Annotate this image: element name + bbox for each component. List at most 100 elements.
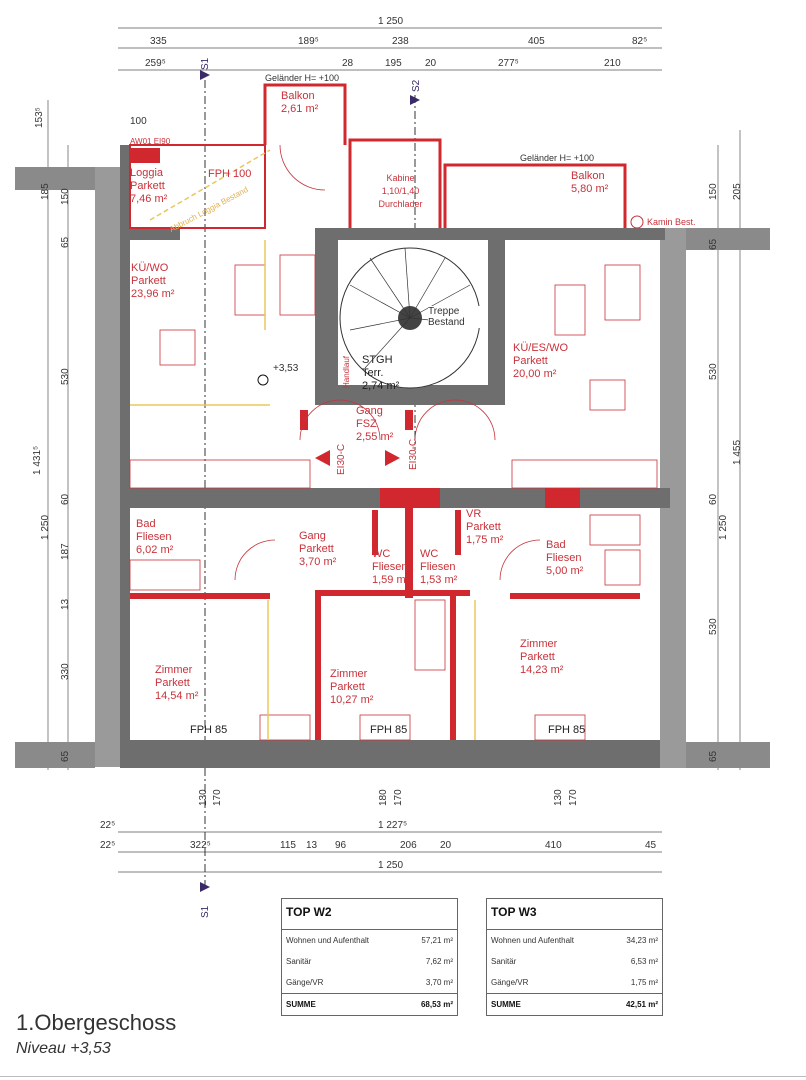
fire-door-label: EI30-C [408, 438, 419, 470]
dim-right: 530 [708, 363, 719, 380]
floor-title: 1.Obergeschoss [16, 1010, 177, 1035]
dim-bottom: 96 [335, 840, 347, 851]
dim-window: 170 [568, 789, 579, 806]
dim-top: 20 [425, 58, 437, 69]
dim-bottom: 13 [306, 840, 318, 851]
dim-100: 100 [130, 116, 147, 127]
dim-top: 210 [604, 58, 621, 69]
dim-left: 150 [60, 188, 71, 205]
fph85-label: FPH 85 [548, 724, 586, 736]
dim-left: 1 250 [40, 514, 51, 540]
dim-window: 170 [212, 789, 223, 806]
bottom-divider [0, 1076, 806, 1077]
section-label-s2: S2 [411, 79, 422, 92]
table-title: TOP W2 [282, 899, 457, 930]
dim-left: 60 [60, 493, 71, 505]
dim-top: 195 [385, 58, 402, 69]
elevator-label: Kabine 1,10/1,40 Durchlader [378, 173, 423, 209]
furniture-outlines [129, 144, 658, 741]
aw01-label: AW01 EI90 [130, 137, 171, 146]
dim-right: 530 [708, 618, 719, 635]
railing-label: Geländer H= +100 [265, 73, 340, 83]
section-s1-top-marker [200, 70, 210, 80]
dim-left: 1 431⁵ [32, 445, 43, 475]
railing-label: Geländer H= +100 [520, 153, 595, 163]
dim-right: 1 455 [732, 439, 743, 465]
dim-left: 187 [60, 543, 71, 560]
dim-top: 277⁵ [498, 58, 519, 69]
level-label: +3,53 [273, 363, 299, 374]
dim-right: 1 250 [718, 514, 729, 540]
floor-level: Niveau +3,53 [16, 1040, 111, 1057]
dim-top: 405 [528, 36, 545, 47]
fph85-label: FPH 85 [190, 724, 228, 736]
dim-right: 60 [708, 493, 719, 505]
section-label-s1: S1 [200, 57, 211, 70]
dim-window: 130 [553, 789, 564, 806]
dim-top: 259⁵ [145, 58, 166, 69]
dim-window: 180 [378, 789, 389, 806]
handrail-label: Handlauf [342, 355, 351, 388]
dim-left: 153⁵ [34, 107, 45, 128]
section-s1-bottom-marker [200, 882, 210, 892]
dim-bottom: 322⁵ [190, 840, 211, 851]
dim-bottom: 206 [400, 840, 417, 851]
dim-right: 205 [732, 183, 743, 200]
dim-bottom: 20 [440, 840, 452, 851]
dim-right: 65 [708, 750, 719, 762]
dim-left: 530 [60, 368, 71, 385]
stairs-label: Treppe Bestand [428, 306, 483, 328]
dimension-lines [47, 27, 741, 873]
dim-window: 130 [198, 789, 209, 806]
dim-bottom: 1 227⁵ [378, 820, 408, 831]
dim-left: 185 [40, 183, 51, 200]
dim-left: 65 [60, 750, 71, 762]
dim-top-total: 1 250 [378, 16, 404, 27]
dim-top: 238 [392, 36, 409, 47]
section-s2-marker [410, 95, 420, 105]
dim-right: 65 [708, 238, 719, 250]
dim-right: 150 [708, 183, 719, 200]
dim-left: 13 [60, 598, 71, 610]
table-title: TOP W3 [487, 899, 662, 930]
dim-left: 330 [60, 663, 71, 680]
fph100-label: FPH 100 [208, 168, 252, 180]
fph85-label: FPH 85 [370, 724, 408, 736]
window-lines [130, 149, 476, 740]
dim-top: 28 [342, 58, 354, 69]
dim-window: 170 [393, 789, 404, 806]
dim-bottom: 115 [280, 840, 296, 851]
dim-bottom: 22⁵ [100, 820, 116, 831]
level-marker-icon [257, 374, 269, 386]
dim-bottom: 45 [645, 840, 657, 851]
dim-top: 82⁵ [632, 36, 648, 47]
chimney-icon [630, 215, 644, 229]
dim-bottom: 22⁵ [100, 840, 116, 851]
section-label-s1-bottom: S1 [200, 905, 211, 918]
dim-bottom-total: 1 250 [378, 860, 404, 871]
dim-top: 189⁵ [298, 36, 319, 47]
